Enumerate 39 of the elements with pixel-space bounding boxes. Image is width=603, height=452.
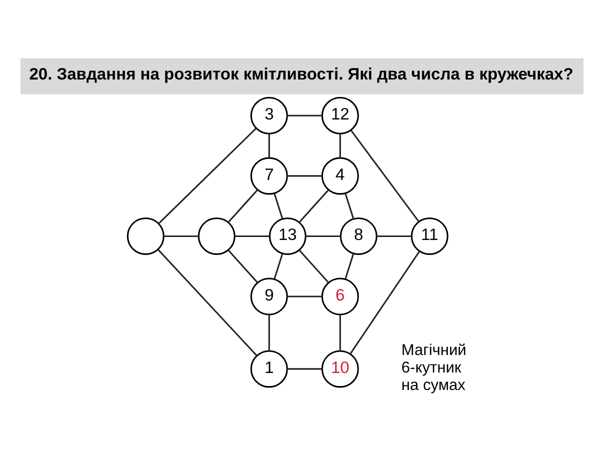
connector [287,368,322,370]
connector [376,234,412,236]
connector [274,253,284,279]
node-circle: 10 [321,350,359,388]
connector [234,234,270,236]
connector [158,127,256,224]
connector [287,114,322,116]
connector [274,192,284,219]
node-circle: 6 [321,277,359,315]
node-circle: 9 [250,277,288,315]
node-circle: 8 [340,216,378,254]
label: Магічний 6-кутник на сумах [401,342,466,394]
connector [350,129,420,222]
connector [339,133,341,158]
connector [164,234,198,236]
node-circle: 13 [268,216,306,254]
connector [298,188,330,222]
connector [268,314,270,350]
connector [228,188,258,222]
node-circle [126,216,164,254]
connector [287,295,322,297]
node-circle: 11 [410,216,448,254]
connector [306,234,340,236]
connector [344,253,354,279]
node-circle: 4 [321,156,359,194]
node-circle: 3 [250,96,288,134]
connector [339,314,341,350]
diagram-title: 20. Завдання на розвиток кмітливості. Які два числа в кружечках? [29,64,574,83]
node-circle [198,216,236,254]
connector [298,249,330,283]
connector [287,174,322,176]
node-circle: 12 [321,96,359,134]
connector [228,249,258,283]
node-circle: 7 [250,156,288,194]
connector [344,192,354,219]
connector [268,133,270,158]
node-circle: 1 [250,350,288,388]
connector [350,250,420,354]
connector [157,248,258,356]
